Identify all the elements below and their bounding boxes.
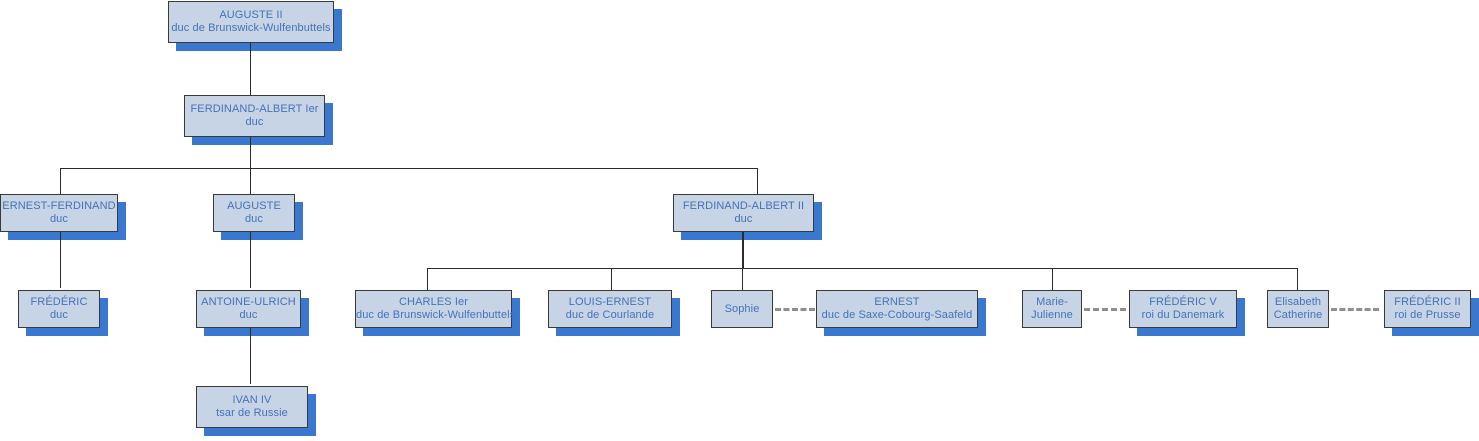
node-title: ANTOINE-ULRICH	[201, 296, 296, 308]
connector-drop-sophie	[742, 268, 743, 290]
connector-drop-charles1	[427, 268, 428, 290]
node-title: FERDINAND-ALBERT Ier	[190, 103, 319, 115]
node-elisabeth-catherine[interactable]: Elisabeth Catherine	[1267, 290, 1329, 328]
spouse-link-elisabeth-frederic2	[1331, 308, 1379, 311]
node-title: IVAN IV	[232, 394, 272, 406]
node-subtitle: roi du Danemark	[1141, 309, 1225, 321]
node-subtitle: tsar de Russie	[216, 407, 288, 419]
connector-auguste-to-antoine-ulrich	[250, 232, 251, 288]
node-title: Elisabeth	[1274, 296, 1322, 308]
node-charles-1er[interactable]: CHARLES Ier duc de Brunswick-Wulfenbutte…	[355, 290, 516, 328]
node-title: LOUIS-ERNEST	[568, 296, 652, 308]
node-frederic[interactable]: FRÉDÉRIC duc	[18, 290, 100, 328]
node-subtitle: duc	[245, 116, 264, 128]
node-frederic-5[interactable]: FRÉDÉRIC V roi du Danemark	[1129, 290, 1237, 328]
node-ferdinand-albert-2[interactable]: FERDINAND-ALBERT II duc	[673, 194, 814, 232]
connector-drop-ferdinand-albert-2	[757, 168, 758, 194]
connector-ernest-ferdinand-to-frederic	[60, 232, 61, 288]
node-title: FRÉDÉRIC	[30, 296, 88, 308]
node-subtitle: duc	[734, 213, 753, 225]
node-title: Sophie	[724, 302, 760, 315]
node-subtitle: duc	[239, 309, 258, 321]
node-ernest[interactable]: ERNEST duc de Saxe-Cobourg-Saafeld	[816, 290, 978, 328]
node-subtitle: duc	[49, 213, 69, 225]
node-title: CHARLES Ier	[399, 296, 468, 308]
connector-drop-louis-ernest	[611, 268, 612, 290]
node-title: AUGUSTE	[227, 200, 281, 212]
connector-drop-elisabeth	[1297, 268, 1298, 290]
node-subtitle: Julienne	[1031, 309, 1073, 321]
node-subtitle: duc	[49, 309, 69, 321]
connector-trunk-gen2	[250, 137, 251, 168]
node-frederic-2[interactable]: FRÉDÉRIC II roi de Prusse	[1384, 290, 1471, 328]
connector-antoine-ulrich-to-ivan4	[250, 328, 251, 384]
connector-drop-marie-julienne	[1052, 268, 1053, 290]
node-title: ERNEST-FERDINAND	[2, 200, 116, 212]
node-title: ERNEST	[874, 296, 920, 308]
node-ferdinand-albert-1er[interactable]: FERDINAND-ALBERT Ier duc	[184, 95, 325, 137]
connector-drop-ernest-ferdinand	[60, 168, 61, 194]
node-subtitle: Catherine	[1273, 309, 1323, 321]
node-subtitle: duc de Saxe-Cobourg-Saafeld	[821, 309, 973, 321]
node-title: FERDINAND-ALBERT II	[682, 200, 805, 212]
connector-trunk-ferdinand-albert-2	[742, 232, 744, 269]
node-ernest-ferdinand[interactable]: ERNEST-FERDINAND duc	[0, 194, 118, 232]
connector-bus-gen3	[60, 168, 758, 169]
node-subtitle: roi de Prusse	[1394, 309, 1461, 321]
spouse-link-sophie-ernest	[775, 308, 815, 311]
node-subtitle: duc de Courlande	[565, 309, 655, 321]
node-sophie[interactable]: Sophie	[711, 290, 773, 328]
node-antoine-ulrich[interactable]: ANTOINE-ULRICH duc	[196, 290, 301, 328]
node-auguste[interactable]: AUGUSTE duc	[213, 194, 295, 232]
node-auguste2[interactable]: AUGUSTE II duc de Brunswick-Wulfenbuttel…	[168, 1, 334, 43]
node-subtitle: duc de Brunswick-Wulfenbuttels	[356, 309, 516, 321]
spouse-link-marie-julienne-frederic5	[1084, 308, 1126, 311]
connector-auguste2-to-ferdinand1	[250, 43, 251, 95]
node-title: AUGUSTE II	[219, 9, 283, 21]
node-title: FRÉDÉRIC V	[1149, 296, 1217, 308]
node-louis-ernest[interactable]: LOUIS-ERNEST duc de Courlande	[548, 290, 672, 328]
node-marie-julienne[interactable]: Marie- Julienne	[1022, 290, 1082, 328]
node-ivan-4[interactable]: IVAN IV tsar de Russie	[196, 386, 308, 428]
node-title: Marie-	[1036, 296, 1068, 308]
node-subtitle: duc de Brunswick-Wulfenbuttels	[171, 22, 331, 34]
node-title: FRÉDÉRIC II	[1394, 296, 1461, 308]
connector-drop-auguste	[250, 168, 251, 194]
node-subtitle: duc	[244, 213, 264, 225]
connector-bus-gen4	[427, 268, 1298, 269]
